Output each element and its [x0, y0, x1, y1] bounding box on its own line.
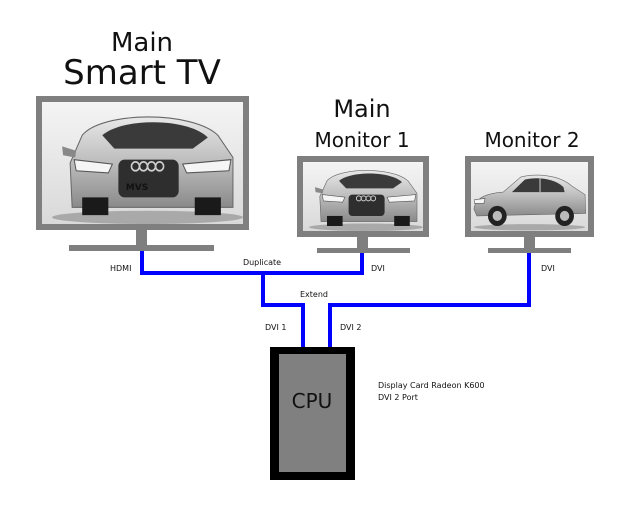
- smart-tv: MVS: [36, 96, 249, 251]
- car-front-image: [42, 102, 243, 224]
- monitor1-car-image: [303, 162, 423, 231]
- monitor-1: [297, 156, 429, 253]
- extend-label: Extend: [300, 290, 328, 299]
- monitor2-title: Monitor 2: [484, 128, 579, 152]
- monitor-2: [465, 156, 594, 253]
- cable-lines: [140, 247, 531, 347]
- cpu-label: CPU: [292, 389, 333, 413]
- dvi2-label: DVI 2: [340, 323, 361, 332]
- tv-stand-neck: [136, 230, 147, 245]
- monitor2-car-image: [471, 162, 588, 231]
- duplicate-cable: [261, 273, 305, 347]
- monitor1-stand-base: [317, 248, 410, 253]
- display-card-ports: DVI 2 Port: [378, 393, 418, 402]
- tv-stand-base: [69, 245, 214, 251]
- cpu-face: [279, 354, 346, 472]
- tv-hdmi-cable: [140, 247, 364, 275]
- tv-license-plate: MVS: [126, 183, 148, 193]
- monitor1-dvi-label: DVI: [371, 264, 385, 273]
- duplicate-label: Duplicate: [243, 258, 281, 267]
- tv-title-line1: Main: [111, 28, 173, 58]
- cpu-tower: CPU: [270, 347, 355, 480]
- tv-title-line2: Smart TV: [63, 53, 221, 93]
- monitor2-stand-neck: [524, 237, 535, 248]
- monitor2-stand-base: [488, 248, 571, 253]
- monitor1-title-line2: Monitor 1: [314, 128, 409, 152]
- extend-cable: [328, 247, 531, 347]
- monitor1-stand-neck: [357, 237, 368, 248]
- monitor1-title-line1: Main: [333, 95, 390, 123]
- dvi1-label: DVI 1: [265, 323, 286, 332]
- monitor2-dvi-label: DVI: [541, 264, 555, 273]
- display-card-label: Display Card Radeon K600: [378, 381, 485, 390]
- hdmi-label: HDMI: [110, 264, 131, 273]
